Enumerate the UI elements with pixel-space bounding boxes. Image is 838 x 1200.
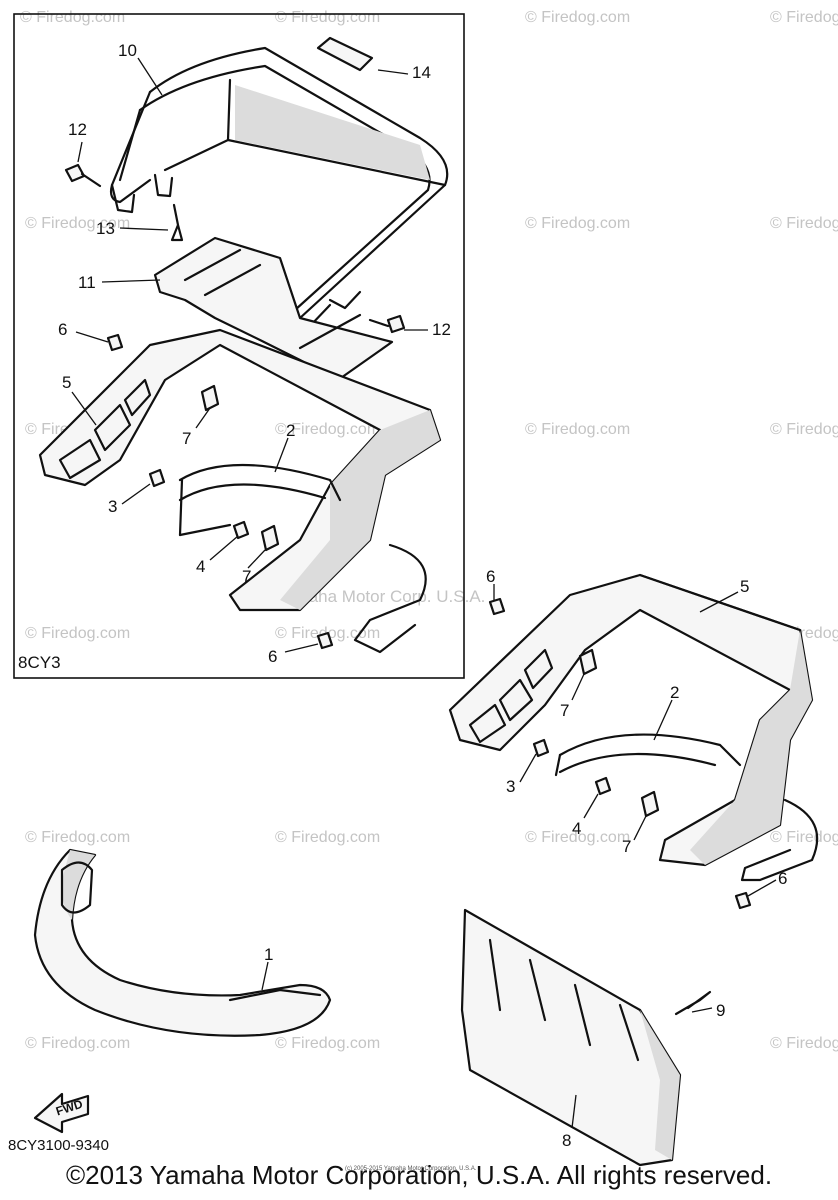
- bolt: [368, 314, 406, 334]
- callout: 7: [242, 567, 251, 586]
- callout: 4: [572, 819, 581, 838]
- watermark: © Firedog.com: [275, 421, 380, 438]
- callout: 9: [716, 1001, 725, 1020]
- diagram-code: 8CY3100-9340: [8, 1137, 109, 1154]
- callout: 2: [286, 421, 295, 440]
- watermark: © Firedog.com: [25, 215, 130, 232]
- callout: 12: [432, 320, 451, 339]
- watermark: Yamaha Motor Corp. U.S.A.: [275, 587, 485, 606]
- watermark: © Firedog.com: [275, 9, 380, 26]
- callout: 4: [196, 557, 205, 576]
- callout: 5: [740, 577, 749, 596]
- watermark: © Firedog.com: [25, 625, 130, 642]
- bumper-frame: [554, 733, 819, 882]
- label-plate: [316, 36, 374, 72]
- callout: 6: [58, 320, 67, 339]
- bolt: [106, 333, 124, 352]
- nut: [532, 738, 550, 758]
- nut: [148, 468, 166, 488]
- watermark: © Firedog.com: [770, 1035, 838, 1052]
- clip: [260, 524, 280, 552]
- nut: [232, 520, 250, 540]
- watermark: © Firedog.com: [525, 829, 630, 846]
- watermark: © Firedog.com: [770, 829, 838, 846]
- watermark: © Firedog.com: [25, 1035, 130, 1052]
- callout: 11: [78, 273, 96, 292]
- callout: 3: [506, 777, 515, 796]
- callout: 6: [268, 647, 277, 666]
- watermark: © Firedog.com: [525, 215, 630, 232]
- leader-lines: [493, 584, 777, 897]
- clip: [640, 790, 660, 818]
- callout: 14: [412, 63, 431, 82]
- fwd-arrow: FWD: [33, 1092, 90, 1134]
- leader-lines: [261, 961, 713, 1129]
- inset-frame: [13, 13, 465, 679]
- nut: [594, 776, 612, 796]
- callout: 6: [486, 567, 495, 586]
- bolt: [64, 163, 102, 188]
- rear-bumper-inset: [38, 328, 442, 612]
- callout: 1: [264, 945, 273, 964]
- bumper-frame-inset: [178, 463, 427, 654]
- watermark: © Firedog.com: [20, 9, 125, 26]
- watermark: © Firedog.com: [275, 829, 380, 846]
- small-print: (c) 2005-2015 Yamaha Motor Corporation, …: [345, 1166, 477, 1172]
- callout: 7: [622, 837, 631, 856]
- callout: 7: [560, 701, 569, 720]
- bolt: [734, 891, 752, 910]
- watermark: © Firedog.com: [525, 421, 630, 438]
- watermark: © Firedog.com: [770, 9, 838, 26]
- clip: [578, 648, 598, 676]
- watermark-layer: © Firedog.com © Firedog.com © Firedog.co…: [20, 9, 838, 1052]
- callout: 6: [778, 869, 787, 888]
- watermark: © Firedog.com: [525, 9, 630, 26]
- rivet: [674, 990, 712, 1016]
- callout: 13: [96, 219, 115, 238]
- skid-plate: [460, 908, 682, 1167]
- callout: 10: [118, 41, 137, 60]
- callout: 7: [182, 429, 191, 448]
- rear-bumper: [448, 573, 814, 867]
- clip: [200, 384, 220, 412]
- callout: 5: [62, 373, 71, 392]
- leader-lines: [71, 57, 428, 653]
- callout: 12: [68, 120, 87, 139]
- callout: 2: [670, 683, 679, 702]
- rivet: [170, 203, 184, 242]
- watermark: © Firedog.com: [770, 421, 838, 438]
- watermark: © Firedog.com: [275, 1035, 380, 1052]
- callout: 8: [562, 1131, 571, 1150]
- callout: 3: [108, 497, 117, 516]
- watermark: © Firedog.com: [25, 829, 130, 846]
- bolt: [316, 631, 334, 650]
- bolt: [488, 597, 506, 616]
- copyright-notice: ©2013 Yamaha Motor Corporation, U.S.A. A…: [65, 1160, 773, 1190]
- watermark: © Firedog.com: [770, 215, 838, 232]
- inset-label: 8CY3: [18, 653, 61, 672]
- front-bumper: [33, 848, 332, 1037]
